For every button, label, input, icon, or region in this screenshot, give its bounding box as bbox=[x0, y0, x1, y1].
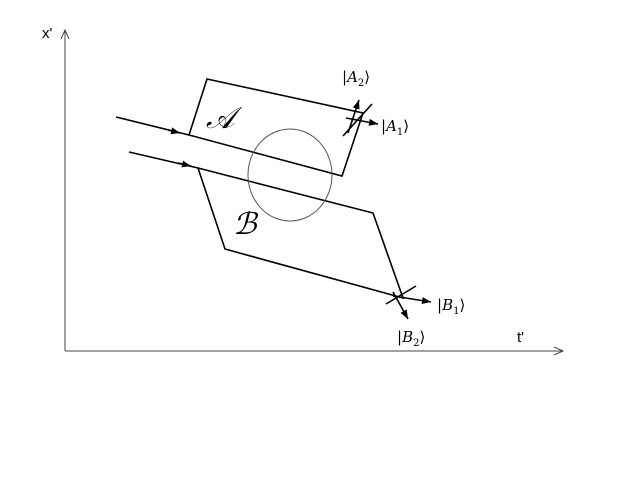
output-a-cross-line bbox=[342, 103, 373, 137]
incoming-beam-b-arrow bbox=[177, 160, 192, 168]
output-a1-arrow bbox=[345, 117, 379, 126]
ket-a1-label: |A1⟩ bbox=[381, 117, 409, 138]
x-axis-label: x' bbox=[42, 25, 53, 42]
ket-b2-label: |B2⟩ bbox=[397, 328, 425, 349]
t-axis-label: t' bbox=[517, 329, 524, 346]
incoming-beam-a-arrow bbox=[167, 127, 181, 135]
output-b1-arrow bbox=[392, 295, 432, 305]
output-b-cross-line bbox=[385, 285, 417, 305]
output-b2-arrow bbox=[392, 291, 409, 320]
region-b-parallelogram bbox=[196, 166, 405, 300]
interaction-circle bbox=[247, 128, 333, 222]
region-b-label: ℬ bbox=[233, 207, 259, 242]
region-a-parallelogram bbox=[187, 78, 365, 177]
region-a-label: 𝒜 bbox=[206, 101, 243, 136]
ket-a2-label: |A2⟩ bbox=[342, 68, 370, 89]
ket-b1-label: |B1⟩ bbox=[437, 296, 465, 317]
